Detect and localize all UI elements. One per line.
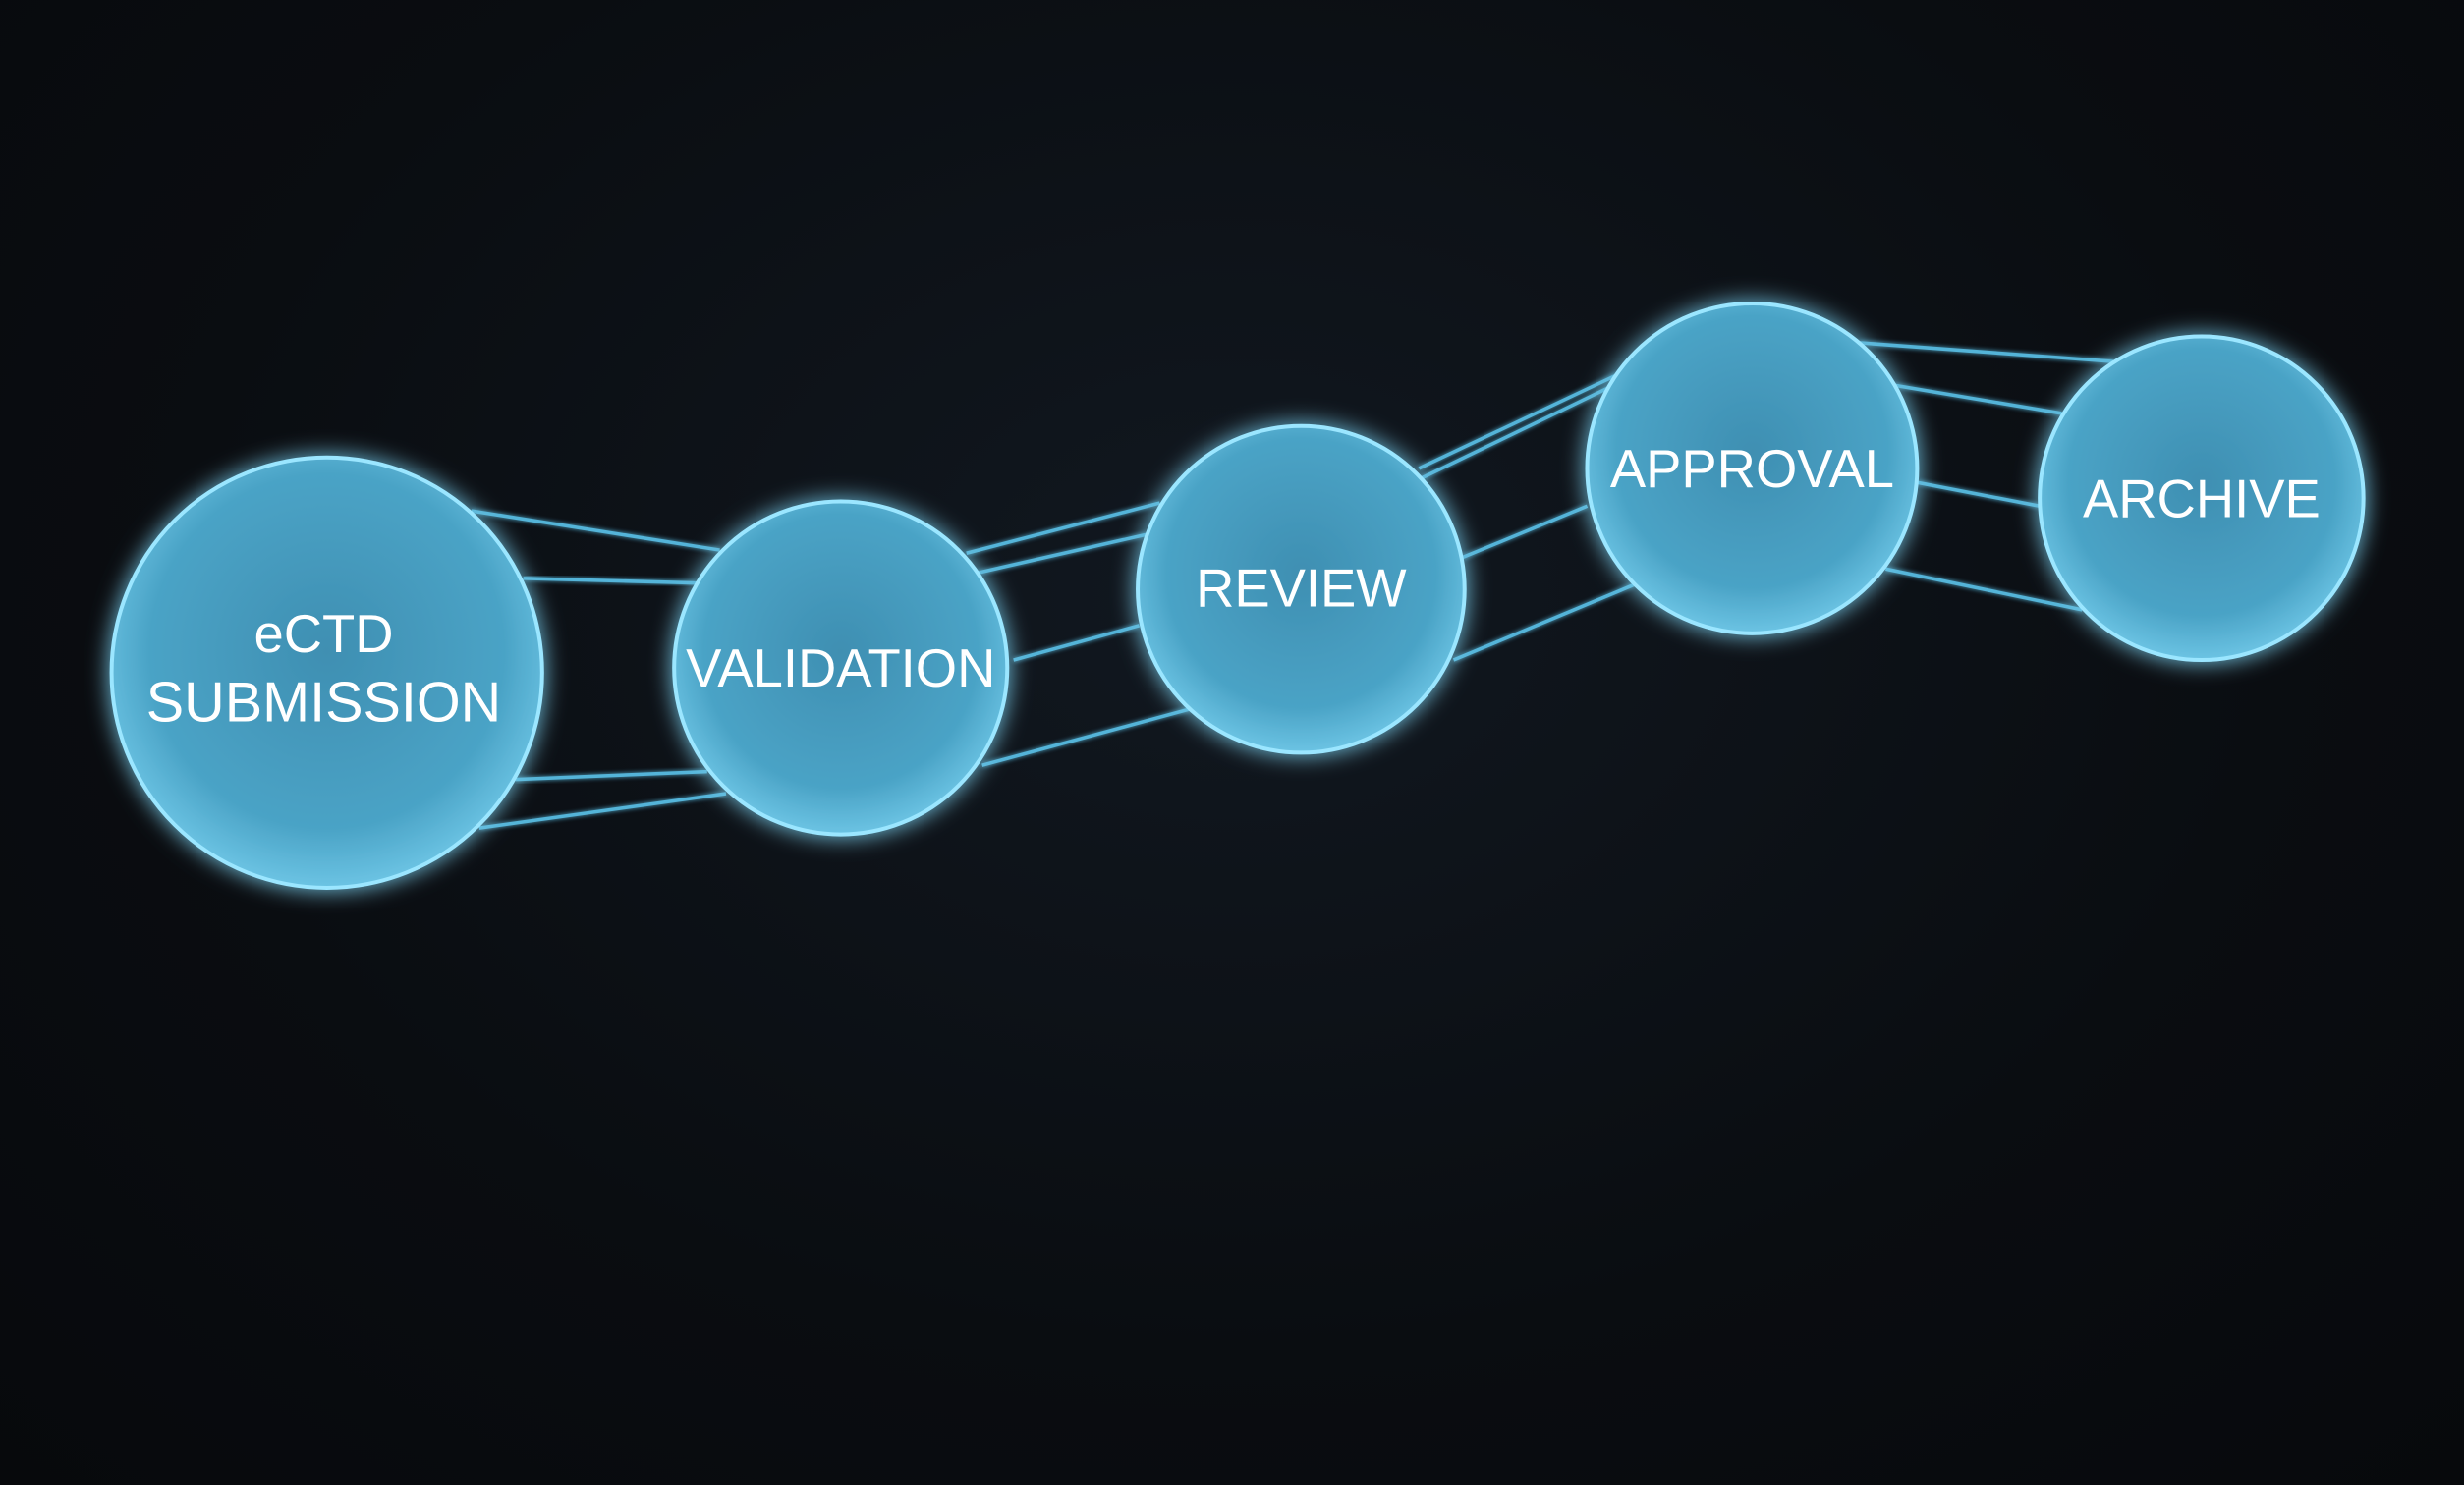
node-circle <box>2038 334 2366 663</box>
node-label: VALIDATION <box>686 638 995 698</box>
node-approval: APPROVAL <box>1585 301 1920 635</box>
connector-line <box>1917 480 2041 509</box>
node-label: REVIEW <box>1196 559 1407 619</box>
connector-line <box>1893 383 2062 415</box>
node-circle <box>109 455 544 890</box>
connector-line <box>1460 504 1589 560</box>
connector-line <box>1013 624 1141 662</box>
connector-line <box>1421 385 1612 480</box>
edge-approval-archive <box>1859 341 2114 612</box>
connector-line <box>1418 372 1620 470</box>
connector-line <box>966 501 1160 555</box>
connector-line <box>478 792 727 830</box>
connector-line <box>1452 582 1636 662</box>
node-validation: VALIDATION <box>672 499 1010 837</box>
connector-line <box>974 532 1148 576</box>
connector-line <box>471 509 720 552</box>
connector-line <box>523 577 697 585</box>
node-label: APPROVAL <box>1610 439 1894 499</box>
node-circle <box>1585 301 1920 635</box>
edge-review-approval <box>1418 372 1636 662</box>
connector-line <box>981 706 1192 767</box>
node-circle <box>1136 423 1467 755</box>
node-label: eCTD <box>253 604 393 664</box>
node-label: ARCHIVE <box>2083 468 2321 528</box>
node-review: REVIEW <box>1136 423 1467 755</box>
node-label: SUBMISSION <box>146 671 502 734</box>
node-circle <box>672 499 1010 837</box>
connector-line <box>1885 567 2083 612</box>
node-archive: ARCHIVE <box>2038 334 2366 663</box>
edge-validation-review <box>966 501 1192 767</box>
connector-line <box>1859 341 2114 363</box>
node-ectd-submission: eCTD SUBMISSION <box>109 455 544 890</box>
connector-line <box>515 769 707 782</box>
edge-ectd-validation <box>471 509 727 830</box>
